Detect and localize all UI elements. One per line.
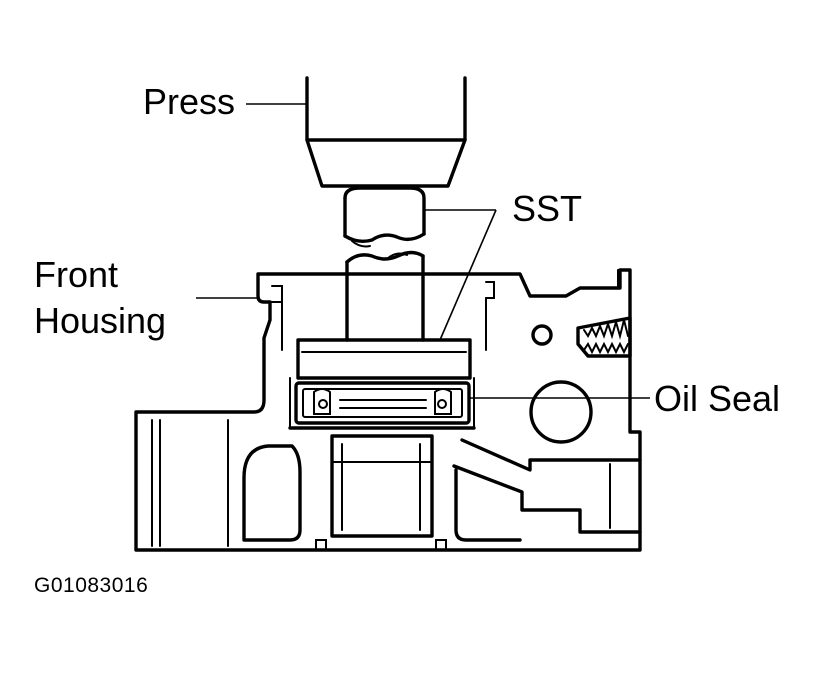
press-label: Press [143, 81, 236, 122]
sst-driver-head [296, 338, 472, 380]
oil-seal-label: Oil Seal [654, 378, 781, 419]
press-ram [305, 76, 467, 188]
front-housing-label-line2: Housing [34, 300, 167, 341]
sst-lower-shaft [345, 250, 425, 342]
sst-label: SST [512, 188, 583, 229]
front-housing [134, 268, 642, 552]
front-housing-label-line1: Front [34, 254, 119, 295]
sst-upper-shaft [343, 186, 426, 248]
leader-lines [196, 103, 650, 399]
oil-seal [294, 381, 471, 425]
sst-leader-lower [439, 209, 497, 341]
figure-code: G01083016 [34, 574, 149, 597]
